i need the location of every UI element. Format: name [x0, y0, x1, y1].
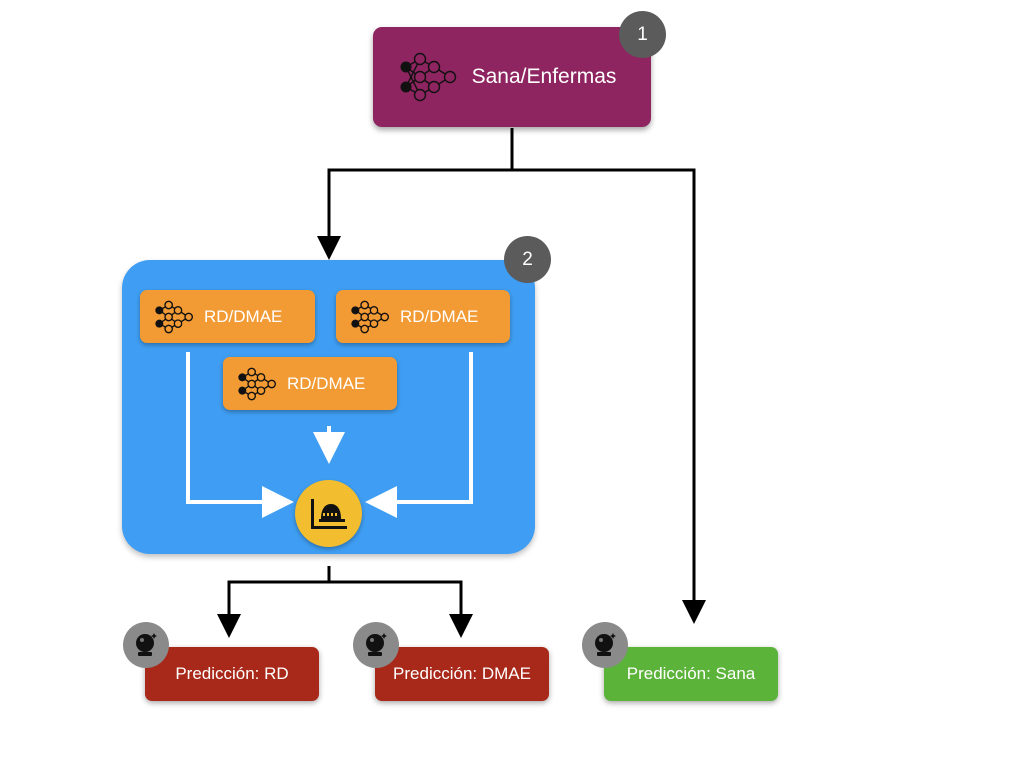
connector-top-to-ensemble	[317, 128, 514, 260]
step-badge-1: 1	[619, 11, 666, 58]
model-box-2: RD/DMAE	[336, 290, 510, 343]
step-badge-2: 2	[504, 236, 551, 283]
prediction-label: Predicción: Sana	[626, 664, 756, 683]
model-box-3: RD/DMAE	[223, 357, 397, 410]
aggregator-vote-node	[295, 480, 362, 547]
top-node-label: Sana/Enfermas	[471, 65, 617, 88]
neural-network-icon	[154, 299, 194, 335]
crystal-ball-icon	[582, 622, 628, 668]
model-label: RD/DMAE	[400, 306, 479, 326]
crystal-ball-icon	[123, 622, 169, 668]
connector-top-to-sana	[512, 168, 706, 624]
prediction-label: Predicción: DMAE	[393, 664, 531, 683]
prediction-rd: Predicción: RD	[145, 647, 319, 701]
connector-ensemble-to-dmae	[329, 580, 473, 638]
neural-network-icon	[350, 299, 390, 335]
crystal-ball-icon	[353, 622, 399, 668]
neural-network-icon	[237, 366, 277, 402]
arrow-model2-to-vote	[365, 352, 473, 518]
prediction-dmae: Predicción: DMAE	[375, 647, 549, 701]
voting-chart-icon	[309, 497, 349, 531]
connector-ensemble-to-rd	[217, 566, 331, 638]
arrow-model1-to-vote	[186, 352, 294, 518]
top-node-sana-enfermas: Sana/Enfermas	[373, 27, 651, 127]
prediction-label: Predicción: RD	[175, 664, 289, 683]
model-label: RD/DMAE	[204, 306, 283, 326]
prediction-sana: Predicción: Sana	[604, 647, 778, 701]
model-label: RD/DMAE	[287, 373, 366, 393]
model-box-1: RD/DMAE	[140, 290, 315, 343]
neural-network-icon	[398, 51, 458, 103]
